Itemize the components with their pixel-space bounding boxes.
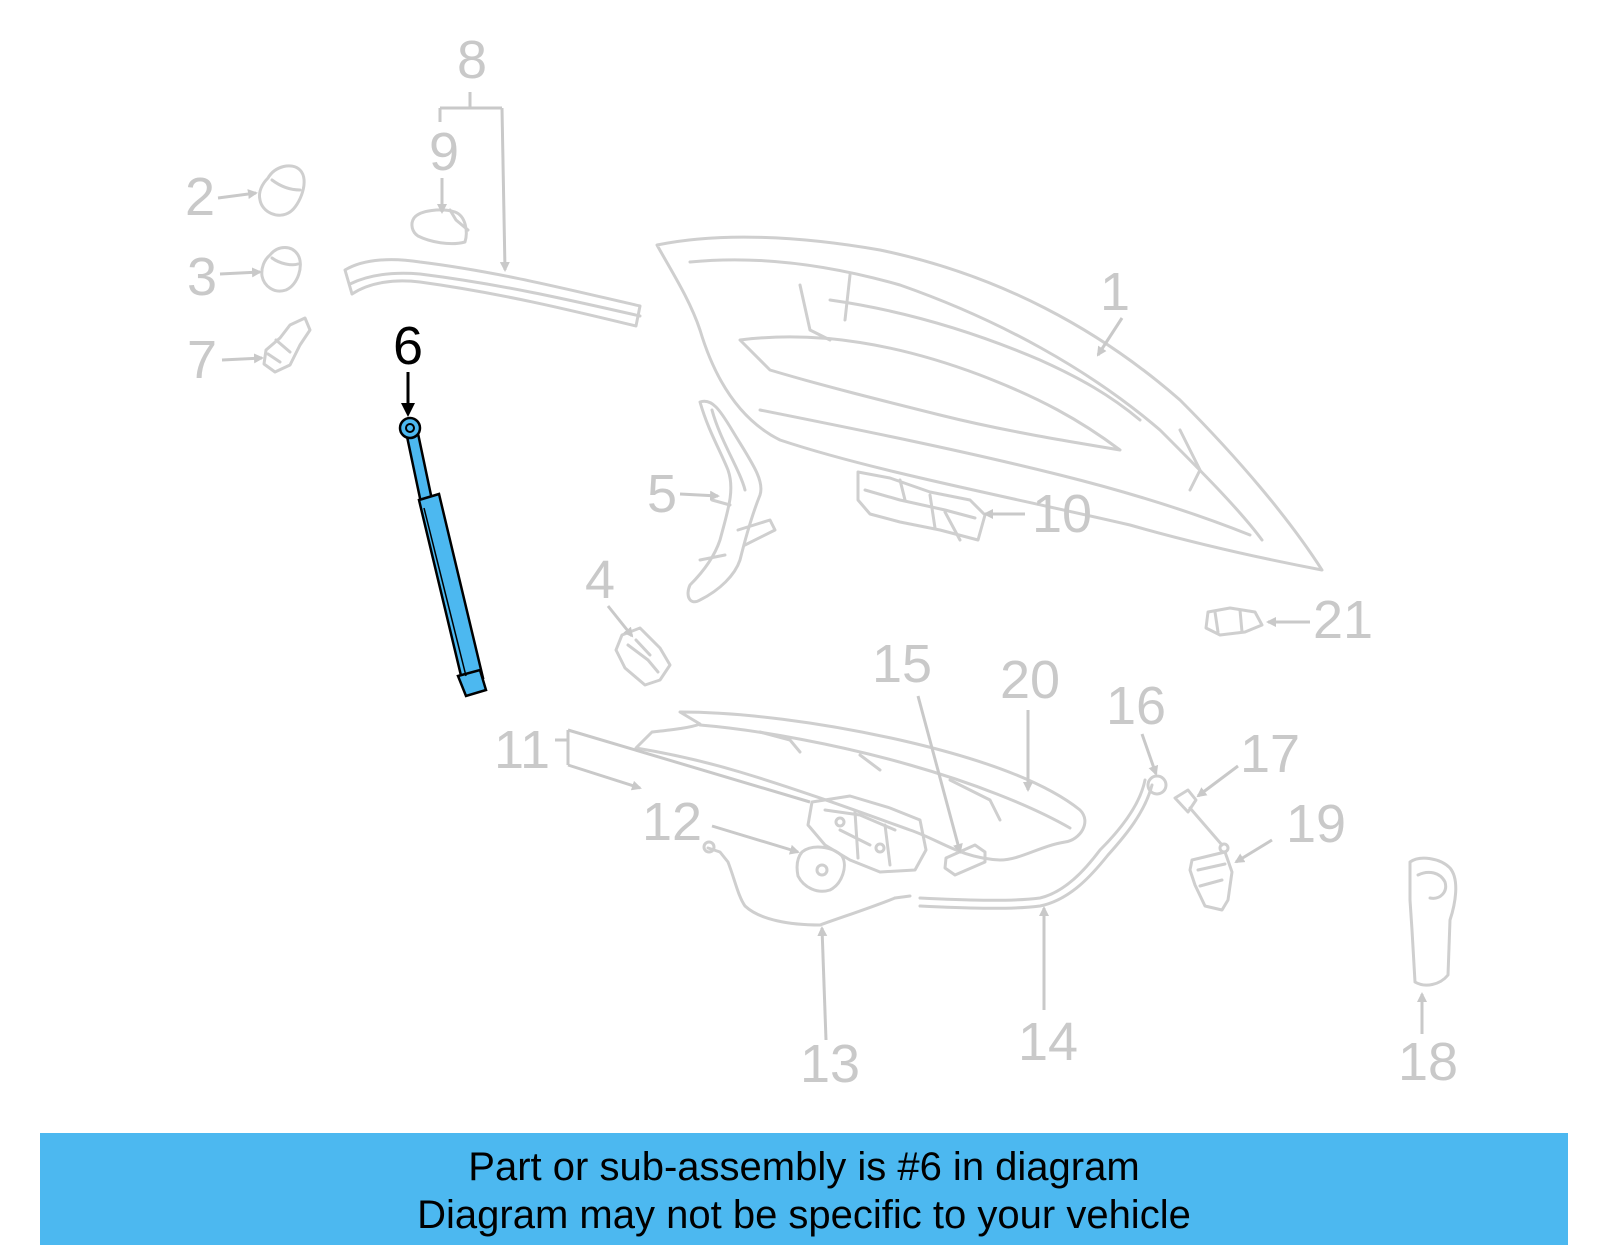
part-2 — [258, 164, 306, 217]
callout-1-group: 1 — [1096, 262, 1130, 357]
part-13-cable — [702, 840, 912, 927]
callout-21: 21 — [1313, 590, 1373, 650]
part-11-lock — [806, 794, 928, 874]
callout-2: 2 — [185, 167, 215, 227]
part-4-bumper — [614, 626, 672, 687]
callout-3: 3 — [187, 247, 217, 307]
callout-12: 12 — [642, 792, 702, 852]
callout-8: 8 — [457, 30, 487, 90]
banner-line-2: Diagram may not be specific to your vehi… — [417, 1193, 1191, 1237]
part-6-lift-support — [398, 416, 488, 698]
part-8-weatherstrip — [343, 258, 642, 328]
part-5-hinge — [686, 399, 777, 604]
callout-7: 7 — [187, 330, 217, 390]
callout-5: 5 — [647, 464, 677, 524]
callout-13: 13 — [800, 1034, 860, 1094]
part-12-striker — [795, 845, 846, 893]
callout-9: 9 — [429, 122, 459, 182]
callout-6: 6 — [393, 316, 423, 376]
part-17-handle — [1173, 788, 1230, 854]
part-10-latch — [856, 470, 987, 542]
part-19-bracket — [1188, 850, 1234, 912]
banner-line-1: Part or sub-assembly is #6 in diagram — [468, 1145, 1140, 1189]
part-21 — [1204, 606, 1264, 637]
callout-1: 1 — [1100, 262, 1130, 322]
callout-16: 16 — [1106, 676, 1166, 736]
part-7 — [262, 316, 312, 374]
callout-18: 18 — [1398, 1032, 1458, 1092]
part-20-support — [634, 710, 1087, 862]
part-9 — [410, 208, 470, 246]
callout-15: 15 — [872, 634, 932, 694]
callout-14: 14 — [1018, 1012, 1078, 1072]
part-18-trim — [1408, 856, 1458, 987]
callout-17: 17 — [1240, 724, 1300, 784]
callout-4: 4 — [585, 550, 615, 610]
part-3 — [260, 246, 302, 293]
part-14-cable — [918, 774, 1168, 910]
callout-11: 11 — [494, 720, 550, 780]
callout-20: 20 — [1000, 650, 1060, 710]
hood-panel — [655, 235, 1324, 572]
part-15-clip — [943, 843, 987, 877]
callout-19: 19 — [1286, 794, 1346, 854]
info-banner: Part or sub-assembly is #6 in diagram Di… — [40, 1133, 1568, 1245]
callout-10: 10 — [1032, 484, 1092, 544]
